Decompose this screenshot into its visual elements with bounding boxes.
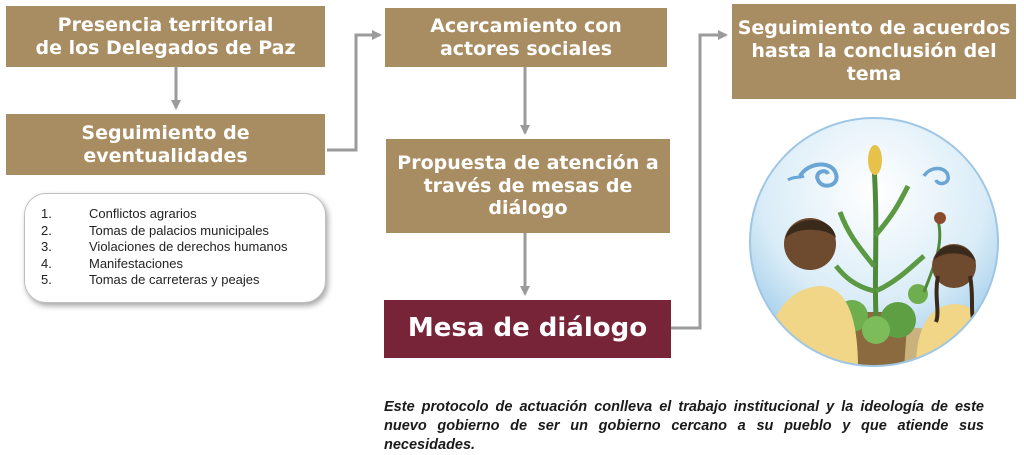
eventualidades-list: 1.Conflictos agrarios 2.Tomas de palacio… xyxy=(41,206,325,289)
wind-swirl-right xyxy=(922,166,950,186)
box-seguimiento-eventualidades: Seguimiento de eventualidades xyxy=(6,114,325,175)
list-item: 1.Conflictos agrarios xyxy=(41,206,197,221)
list-item: 5.Tomas de carreteras y peajes xyxy=(41,272,260,287)
box-seguimiento-eventualidades-label: Seguimiento de eventualidades xyxy=(81,121,250,167)
list-item: 4.Manifestaciones xyxy=(41,255,183,271)
box-presencia-territorial-label: Presencia territorial de los Delegados d… xyxy=(35,13,296,59)
people-and-corn-plant-illustration xyxy=(749,117,999,367)
box-mesa-de-dialogo: Mesa de diálogo xyxy=(384,300,671,358)
arrow-mesa-to-seguimiento-acuerdos xyxy=(671,30,728,330)
box-mesa-de-dialogo-label: Mesa de diálogo xyxy=(407,313,648,344)
box-acercamiento: Acercamiento con actores sociales xyxy=(385,8,667,67)
arrow-seguimiento-to-acercamiento xyxy=(327,30,382,152)
box-seguimiento-acuerdos: Seguimiento de acuerdos hasta la conclus… xyxy=(732,4,1016,99)
box-presencia-territorial: Presencia territorial de los Delegados d… xyxy=(6,6,325,67)
protocol-note: Este protocolo de actuación conlleva el … xyxy=(384,398,984,453)
list-item: 2.Tomas de palacios municipales xyxy=(41,222,269,238)
list-item: 3.Violaciones de derechos humanos xyxy=(41,239,288,254)
wind-swirl-left xyxy=(798,162,839,188)
box-propuesta-atencion: Propuesta de atención a través de mesas … xyxy=(386,139,670,233)
box-propuesta-atencion-label: Propuesta de atención a través de mesas … xyxy=(397,151,659,220)
corn-cob xyxy=(868,145,882,175)
box-acercamiento-label: Acercamiento con actores sociales xyxy=(430,14,622,60)
eventualidades-list-card: 1.Conflictos agrarios 2.Tomas de palacio… xyxy=(24,193,326,303)
box-seguimiento-acuerdos-label: Seguimiento de acuerdos hasta la conclus… xyxy=(737,17,1011,85)
